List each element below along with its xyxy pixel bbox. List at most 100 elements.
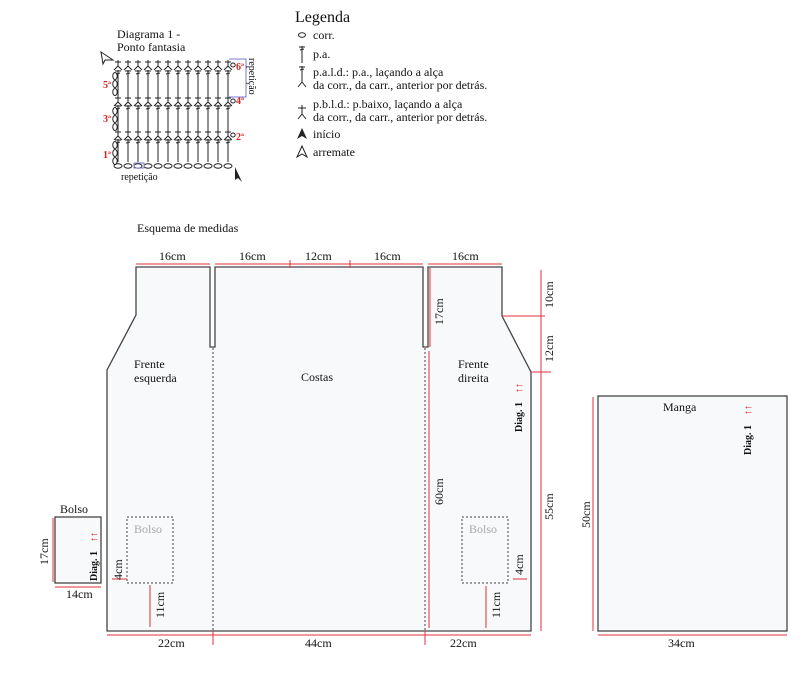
single-crochet-back-loop-icon bbox=[183, 130, 193, 141]
double-crochet-icon bbox=[225, 139, 231, 162]
single-crochet-back-loop-icon bbox=[223, 60, 233, 71]
chain-oval-icon bbox=[123, 163, 133, 169]
double-crochet-icon bbox=[145, 70, 151, 96]
double-crochet-icon bbox=[155, 70, 161, 96]
dim-pocket-height: 17cm bbox=[37, 538, 51, 565]
chain-oval-icon bbox=[112, 157, 118, 165]
single-crochet-back-loop-icon bbox=[223, 130, 233, 141]
chain-oval-icon bbox=[112, 107, 118, 115]
dim-bottom-back: 44cm bbox=[305, 636, 332, 650]
chain-oval-icon bbox=[230, 62, 236, 68]
dim-pocket-right-side: 4cm bbox=[512, 554, 526, 575]
double-crochet-icon bbox=[175, 105, 181, 130]
double-crochet-icon bbox=[205, 139, 211, 162]
pocket-right-dims bbox=[485, 578, 527, 628]
double-crochet-icon bbox=[165, 70, 171, 96]
legend-item-pbld-2: da corr., da carr., anterior por detrás. bbox=[313, 110, 487, 124]
chain-oval-icon bbox=[113, 163, 123, 169]
double-crochet-icon bbox=[135, 105, 141, 130]
stitch-diagram: Diagrama 1 - Ponto fantasia 5ª 3ª 1ª 6ª … bbox=[100, 27, 257, 183]
single-crochet-back-loop-icon bbox=[143, 60, 153, 71]
double-crochet-icon bbox=[155, 139, 161, 162]
double-crochet-icon bbox=[225, 70, 231, 96]
dim-shoulder: 10cm bbox=[542, 281, 556, 308]
pocket-left-dims bbox=[112, 578, 151, 627]
double-crochet-icon bbox=[215, 70, 221, 96]
repeat-bracket-vertical bbox=[229, 58, 247, 98]
front-left-label: Frente bbox=[134, 357, 165, 371]
single-crochet-back-loop-icon bbox=[153, 60, 163, 71]
direction-arrows: ↑↑ bbox=[514, 383, 525, 393]
single-crochet-back-loop-icon bbox=[113, 60, 123, 71]
single-crochet-back-loop-icon bbox=[113, 130, 123, 141]
row-label-1: 1ª bbox=[103, 150, 111, 161]
single-crochet-back-loop-icon bbox=[173, 130, 183, 141]
front-left-label-2: esquerda bbox=[134, 371, 177, 385]
dim-pocket-left-bottom: 11cm bbox=[153, 591, 167, 618]
single-crochet-back-loop-icon bbox=[183, 60, 193, 71]
double-crochet-icon bbox=[205, 105, 211, 130]
double-crochet-icon bbox=[165, 139, 171, 162]
chain-oval-icon bbox=[112, 88, 118, 96]
double-crochet-icon bbox=[185, 139, 191, 162]
chain-oval-icon bbox=[183, 163, 193, 169]
sleeve-outline bbox=[597, 395, 788, 632]
top-dimension-lines bbox=[136, 260, 502, 268]
single-crochet-back-loop-icon bbox=[143, 130, 153, 141]
single-crochet-back-loop-icon bbox=[297, 105, 307, 120]
single-crochet-back-loop-icon bbox=[213, 60, 223, 71]
dim-top-back-right: 16cm bbox=[374, 249, 401, 263]
double-crochet-icon bbox=[155, 105, 161, 130]
chain-oval-icon bbox=[203, 163, 213, 169]
chain-oval-icon bbox=[112, 72, 118, 80]
double-crochet-icon bbox=[135, 70, 141, 96]
single-crochet-back-loop-icon bbox=[123, 96, 133, 107]
diagram-subtitle: Ponto fantasia bbox=[117, 40, 186, 54]
dim-pocket-left-side: 4cm bbox=[111, 559, 125, 580]
double-crochet-icon bbox=[165, 105, 171, 130]
single-crochet-back-loop-icon bbox=[163, 96, 173, 107]
chain-oval-icon bbox=[153, 163, 163, 169]
single-crochet-back-loop-icon bbox=[193, 96, 203, 107]
double-crochet-icon bbox=[205, 70, 211, 96]
dim-bottom-right: 22cm bbox=[450, 636, 477, 650]
chain-oval-icon bbox=[230, 98, 236, 104]
dim-pocket-width: 14cm bbox=[66, 587, 93, 601]
double-crochet-icon bbox=[175, 139, 181, 162]
legend-item-pbld-1: p.b.l.d.: p.baixo, laçando a alça bbox=[313, 97, 463, 111]
single-crochet-back-loop-icon bbox=[153, 130, 163, 141]
right-dimension-lines bbox=[502, 270, 551, 631]
double-crochet-icon bbox=[145, 105, 151, 130]
stitch-grid bbox=[112, 60, 236, 169]
row-label-5: 5ª bbox=[103, 80, 111, 91]
dim-back-height: 60cm bbox=[432, 478, 446, 505]
double-crochet-icon bbox=[115, 105, 121, 130]
double-crochet-icon bbox=[225, 105, 231, 130]
dim-sleeve-width: 34cm bbox=[668, 636, 695, 650]
dim-side: 55cm bbox=[542, 493, 556, 520]
dim-top-neck: 12cm bbox=[305, 249, 332, 263]
double-crochet-icon bbox=[185, 105, 191, 130]
dim-pocket-right-bottom: 11cm bbox=[489, 591, 503, 618]
single-crochet-back-loop-icon bbox=[193, 60, 203, 71]
repeat-bracket-horizontal bbox=[133, 162, 145, 169]
chain-oval-icon bbox=[112, 80, 118, 88]
dim-top-front-left: 16cm bbox=[159, 249, 186, 263]
legend: Legenda corr. p.a. p.a.l.d.: p.a., laçan… bbox=[295, 9, 487, 159]
finish-arrow-icon bbox=[100, 50, 115, 66]
single-crochet-back-loop-icon bbox=[213, 130, 223, 141]
diag-ref-front-right: Diag. 1 bbox=[514, 402, 525, 432]
dim-top-back-left: 16cm bbox=[239, 249, 266, 263]
body-piece: Frente esquerda Costas Frente direita Di… bbox=[106, 249, 556, 650]
legend-title: Legenda bbox=[295, 9, 350, 26]
single-crochet-back-loop-icon bbox=[123, 60, 133, 71]
single-crochet-back-loop-icon bbox=[173, 96, 183, 107]
double-crochet-back-loop-icon bbox=[297, 66, 307, 88]
double-crochet-icon bbox=[195, 105, 201, 130]
chain-oval-icon bbox=[298, 32, 306, 38]
schema-title: Esquema de medidas bbox=[137, 221, 239, 235]
legend-item-pald-1: p.a.l.d.: p.a., laçando a alça bbox=[313, 65, 444, 79]
single-crochet-back-loop-icon bbox=[133, 60, 143, 71]
double-crochet-icon bbox=[115, 70, 121, 96]
